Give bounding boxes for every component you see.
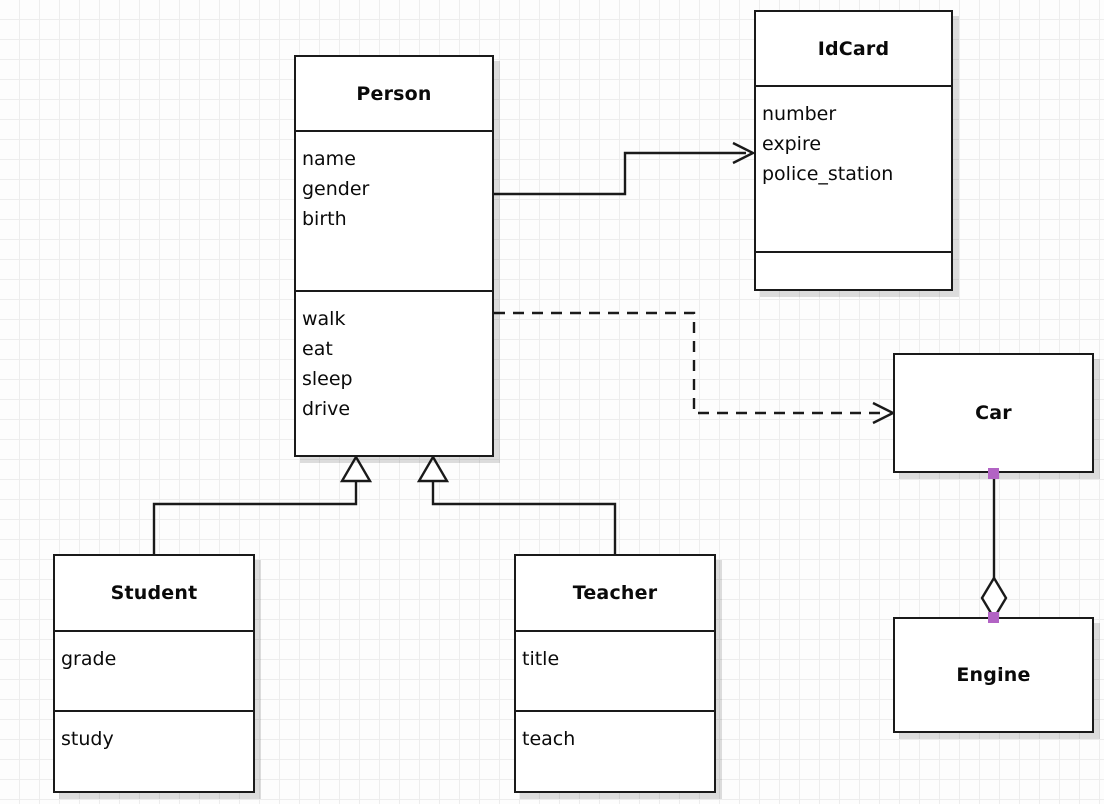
operation-item: eat [302,338,333,360]
compartment-separator [516,630,714,632]
operation-item: study [61,728,114,750]
attribute-item: expire [762,133,822,155]
uml-class-student[interactable]: Student grade study [53,554,255,793]
edge-person-idcard[interactable] [494,141,756,196]
operations-compartment-teacher: teach [516,712,714,791]
compartment-separator [756,85,951,87]
attribute-item: number [762,103,837,125]
compartment-separator [296,130,492,132]
compartment-separator [296,290,492,292]
uml-class-car[interactable]: Car [893,353,1094,473]
attribute-item: gender [302,178,370,200]
attributes-compartment-teacher: title [516,632,714,710]
uml-class-person[interactable]: Person name gender birth walk eat sleep … [294,55,494,457]
attribute-item: police_station [762,163,894,185]
attribute-item: grade [61,648,117,670]
edge-person-car[interactable] [494,311,896,425]
class-title-student: Student [110,582,198,604]
compartment-separator [516,710,714,712]
edge-handle-car-end[interactable] [988,468,999,479]
attribute-item: birth [302,208,347,230]
edge-teacher-person[interactable] [416,454,617,554]
edge-handle-engine-end[interactable] [988,612,999,623]
attribute-item: title [522,648,560,670]
compartment-separator [55,710,253,712]
class-title-engine: Engine [956,664,1031,686]
class-title-person: Person [356,82,432,105]
class-title-idcard: IdCard [817,37,890,60]
attributes-compartment-person: name gender birth [296,132,492,290]
uml-class-idcard[interactable]: IdCard number expire police_station [754,10,953,291]
compartment-separator [55,630,253,632]
operations-compartment-student: study [55,712,253,791]
attributes-compartment-idcard: number expire police_station [756,87,951,251]
attributes-compartment-student: grade [55,632,253,710]
compartment-separator [756,251,951,253]
operation-item: drive [302,398,351,420]
operation-item: walk [302,308,346,330]
class-title-car: Car [975,402,1012,424]
class-title-teacher: Teacher [572,582,658,604]
operations-compartment-person: walk eat sleep drive [296,292,492,455]
operation-item: teach [522,728,576,750]
operation-item: sleep [302,368,353,390]
edge-car-engine[interactable] [980,473,1008,621]
operations-compartment-idcard [756,253,951,289]
edge-student-person[interactable] [152,454,373,554]
attribute-item: name [302,148,356,170]
uml-class-teacher[interactable]: Teacher title teach [514,554,716,793]
uml-class-engine[interactable]: Engine [893,617,1094,733]
